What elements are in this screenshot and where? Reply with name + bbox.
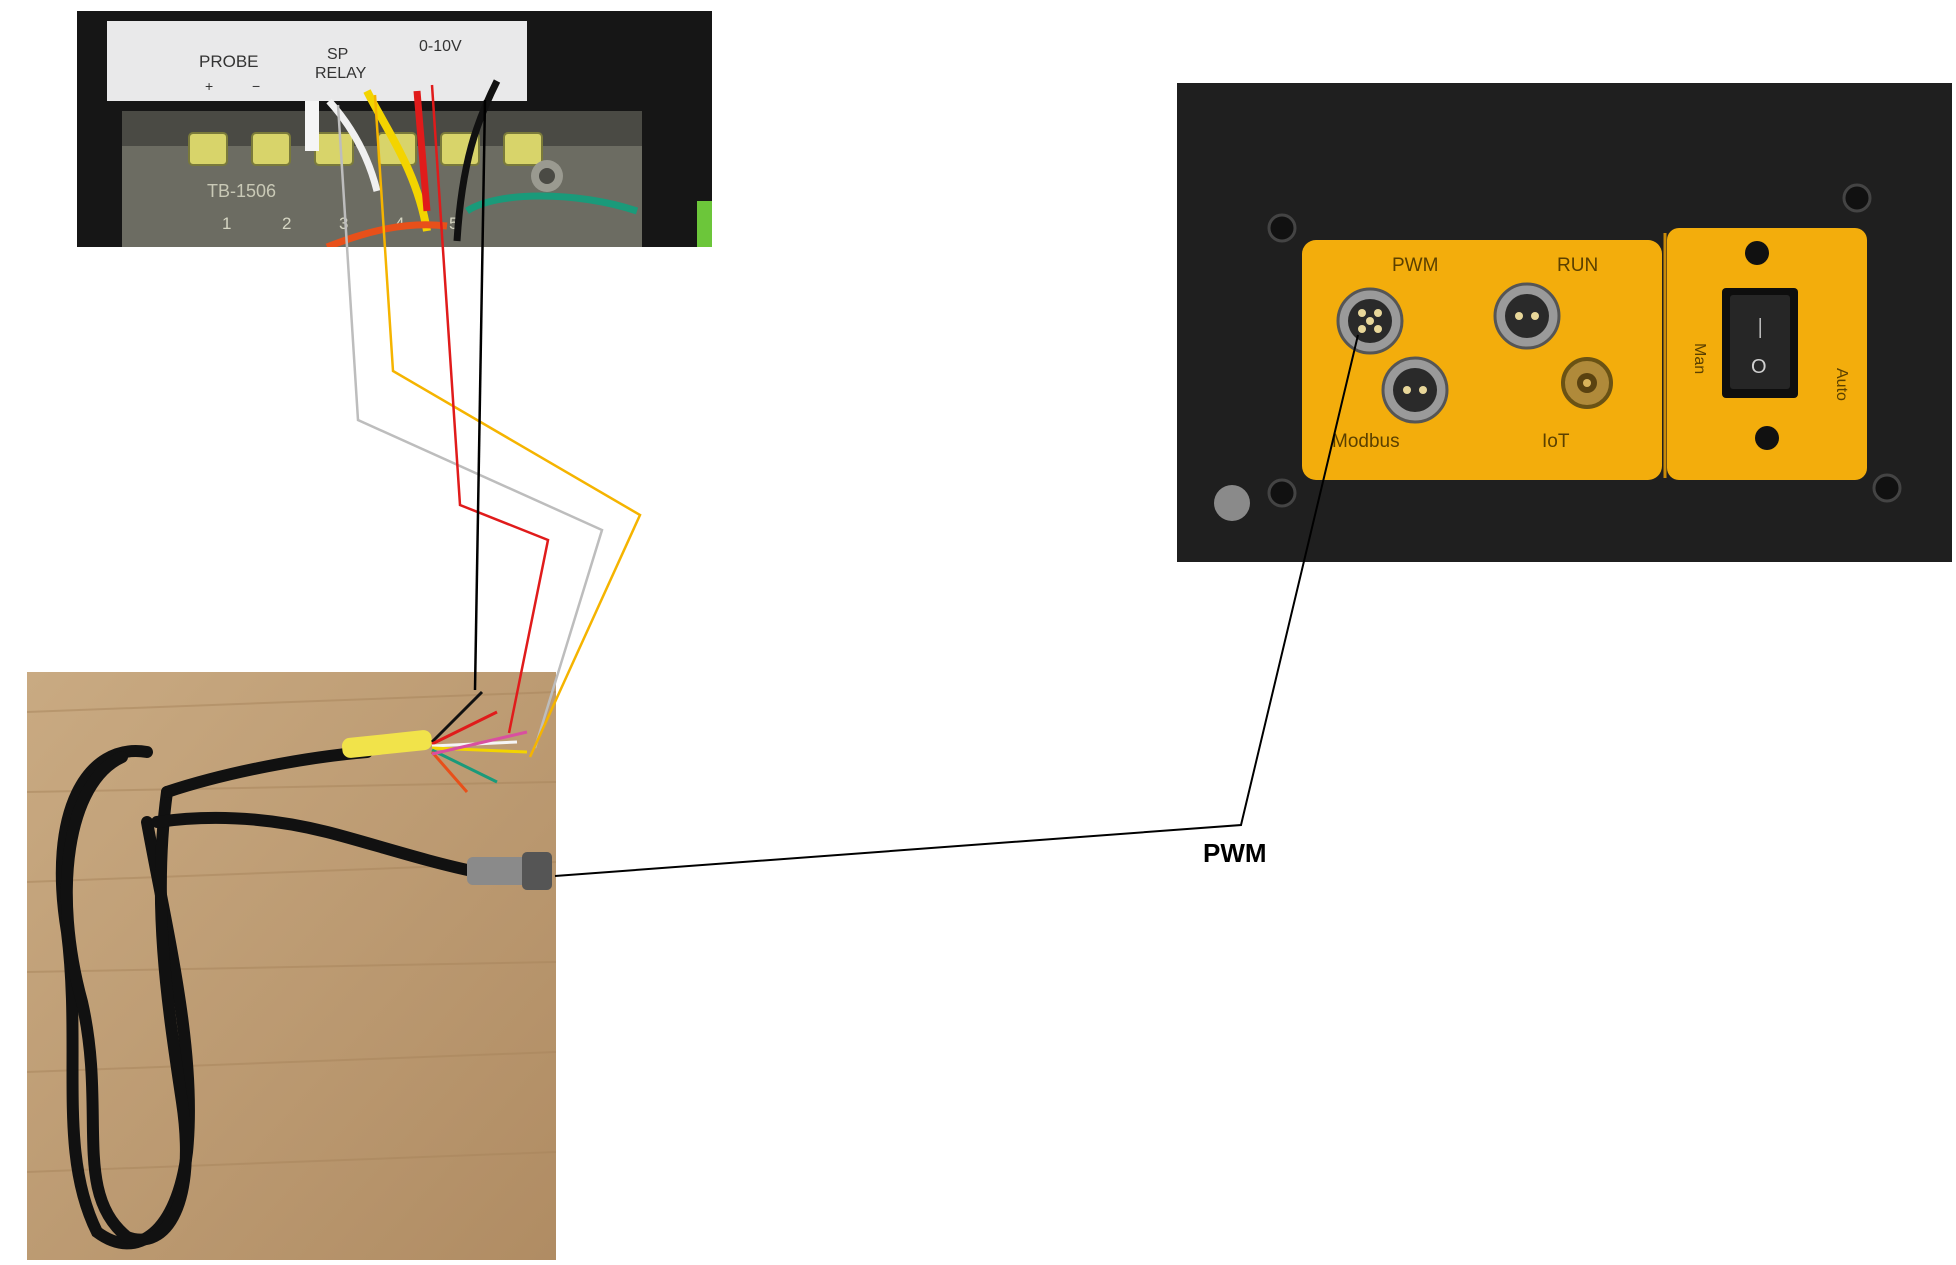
cable-photo	[27, 672, 556, 1260]
auto-label: Auto	[1833, 368, 1850, 401]
switch-off-mark: O	[1751, 356, 1767, 378]
terminal-label-relay: RELAY	[315, 65, 367, 82]
iot-port-label: IoT	[1542, 431, 1570, 452]
black-wire	[473, 99, 487, 691]
gray-wire	[336, 104, 604, 749]
man-auto-switch[interactable]: — O	[1722, 288, 1798, 398]
run-connector[interactable]	[1493, 282, 1561, 350]
modbus-connector[interactable]	[1381, 356, 1449, 424]
yellow-wire	[373, 94, 642, 758]
terminal-label-0-10v: 0-10V	[419, 38, 462, 55]
terminal-label-probe: PROBE	[199, 52, 259, 71]
terminal-label-plus: +	[205, 78, 213, 94]
pwm-connector[interactable]	[1336, 287, 1404, 355]
terminal-number: 1	[222, 214, 231, 233]
terminal-number: 5	[449, 214, 458, 233]
pwm-port-label: PWM	[1392, 255, 1438, 276]
pwm-link	[554, 334, 1359, 877]
terminal-number: 3	[339, 214, 348, 233]
run-port-label: RUN	[1557, 255, 1598, 276]
red-wire	[430, 84, 550, 734]
terminal-number: 2	[282, 214, 291, 233]
man-label: Man	[1691, 343, 1708, 374]
iot-connector[interactable]	[1561, 357, 1613, 409]
terminal-label-minus: −	[252, 78, 260, 94]
control-panel-photo: PWM RUN Modbus IoT	[1177, 83, 1952, 562]
terminal-label-sp: SP	[327, 46, 348, 63]
pwm-caption: PWM	[1203, 838, 1267, 868]
terminal-model-text: TB-1506	[207, 181, 276, 201]
modbus-port-label: Modbus	[1332, 431, 1400, 452]
switch-on-mark: —	[1750, 318, 1772, 338]
terminal-block-photo: PROBE + − SP RELAY 0-10V TB-1506 1 2 3 4…	[77, 11, 712, 247]
